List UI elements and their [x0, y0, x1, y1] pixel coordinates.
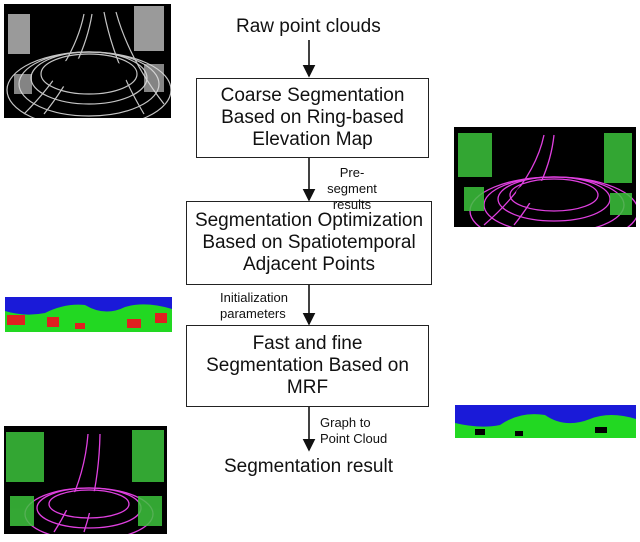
- step-coarse-segmentation: Coarse Segmentation Based on Ring-based …: [196, 78, 429, 158]
- optimization-range-image: [5, 297, 172, 332]
- edge-label-initialization: Initialization parameters: [220, 290, 288, 321]
- segmentation-result-image: [4, 426, 167, 534]
- coarse-segmentation-image: [454, 127, 636, 227]
- step-segmentation-optimization: Segmentation Optimization Based on Spati…: [186, 201, 432, 285]
- step-mrf-segmentation: Fast and fine Segmentation Based on MRF: [186, 325, 429, 407]
- step-label: Fast and fine Segmentation Based on MRF: [206, 333, 409, 398]
- step-label: Segmentation Optimization Based on Spati…: [194, 210, 424, 275]
- mrf-range-image: [455, 405, 636, 438]
- edge-label-graph-to-point-cloud: Graph to Point Cloud: [320, 415, 388, 446]
- edge-label-pre-segment: Pre-segment results: [327, 165, 377, 212]
- step-label: Coarse Segmentation Based on Ring-based …: [220, 85, 405, 150]
- output-label: Segmentation result: [224, 456, 393, 477]
- input-label: Raw point clouds: [236, 16, 381, 37]
- raw-point-cloud-image: [4, 4, 171, 118]
